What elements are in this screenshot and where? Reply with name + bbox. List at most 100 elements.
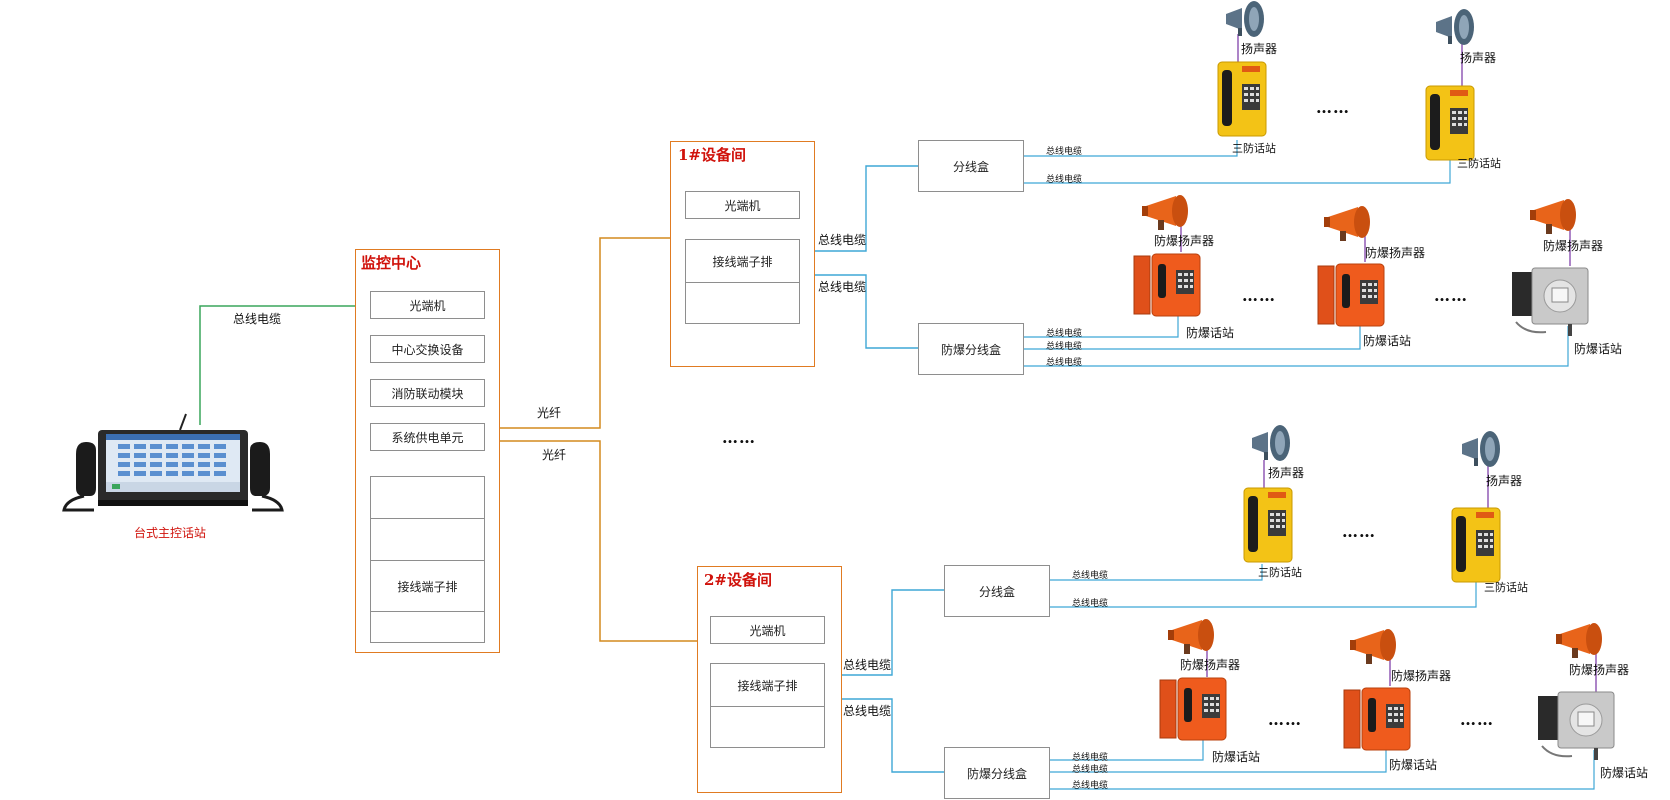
room2-ex-branch-box: 防爆分线盒: [944, 747, 1050, 799]
weatherproof-phone-icon: [1216, 60, 1268, 142]
explosion-proof-phone-icon: [1508, 266, 1594, 342]
room1-cable-to-exbranch: [800, 274, 918, 349]
explosion-proof-speaker-icon: [1554, 620, 1614, 664]
room2-ex-phone-label-2: 防爆话站: [1389, 758, 1438, 772]
explosion-proof-speaker-icon: [1140, 192, 1200, 236]
room2-ex-cable-label-1: 总线电缆: [1072, 753, 1109, 763]
mc-blank-1: [370, 476, 485, 519]
room2-ex-speaker-label-1: 防爆扬声器: [1180, 658, 1241, 672]
speaker-icon: [1224, 0, 1270, 42]
room1-branch-cable-label-1: 总线电缆: [1046, 147, 1083, 157]
room2-ex-phone-label-3: 防爆话站: [1600, 766, 1649, 780]
mc-fire-link-module: 消防联动模块: [370, 379, 485, 407]
room2-cable-to-exbranch: [825, 698, 944, 773]
room2-phone-label-1: 三防话站: [1258, 566, 1302, 579]
room1-ex-phone-label-2: 防爆话站: [1363, 334, 1412, 348]
room2-optical-terminal: 光端机: [710, 616, 825, 644]
speaker-icon: [1460, 430, 1506, 472]
room1-ellipsis-3: ……: [1434, 286, 1468, 305]
explosion-proof-speaker-icon: [1528, 196, 1588, 240]
weatherproof-phone-icon: [1424, 84, 1476, 166]
explosion-proof-phone-icon: [1316, 262, 1388, 332]
room2-ellipsis-1: ……: [1342, 522, 1376, 541]
mc-power-unit: 系统供电单元: [370, 423, 485, 451]
room1-blank: [685, 282, 800, 324]
weatherproof-phone-icon: [1242, 486, 1294, 568]
room1-ex-speaker-label-3: 防爆扬声器: [1543, 239, 1604, 253]
desk-console-icon: [62, 412, 288, 512]
room1-ex-line3: [1024, 326, 1569, 367]
room2-ellipsis-3: ……: [1460, 710, 1494, 729]
room2-ellipsis-2: ……: [1268, 710, 1302, 729]
speaker-icon: [1434, 8, 1480, 50]
speaker-icon: [1250, 424, 1296, 466]
room2-branch-cable-label-2: 总线电缆: [1072, 599, 1109, 609]
explosion-proof-phone-icon: [1342, 686, 1414, 756]
room1-ex-cable-label-3: 总线电缆: [1046, 358, 1083, 368]
fiber-to-room1: [500, 237, 670, 429]
mc-switch-equipment: 中心交换设备: [370, 335, 485, 363]
room2-branch-line2: [1050, 574, 1477, 608]
mc-blank-3: [370, 611, 485, 643]
room1-ex-phone-label-1: 防爆话站: [1186, 326, 1235, 340]
room2-cable-to-branch: [825, 589, 944, 676]
room1-branch-line1: [1024, 140, 1238, 157]
explosion-proof-phone-icon: [1534, 690, 1620, 766]
room2-ex-line3: [1050, 750, 1595, 790]
room2-ex-line1: [1050, 736, 1204, 761]
explosion-proof-speaker-icon: [1322, 203, 1382, 247]
room1-cable-to-branch: [800, 165, 918, 252]
room2-ex-line2: [1050, 742, 1387, 773]
room1-ex-speaker-label-2: 防爆扬声器: [1365, 246, 1426, 260]
room2-cable-label-2: 总线电缆: [843, 704, 892, 718]
weatherproof-phone-icon: [1450, 506, 1502, 588]
room2-ex-cable-label-3: 总线电缆: [1072, 781, 1109, 791]
room1-branch-box: 分线盒: [918, 140, 1024, 192]
room2-branch-cable-label-1: 总线电缆: [1072, 571, 1109, 581]
monitor-center-title: 监控中心: [361, 254, 422, 272]
room1-ex-branch-box: 防爆分线盒: [918, 323, 1024, 375]
mc-terminal-block: 接线端子排: [370, 560, 485, 612]
console-cable-label: 总线电缆: [233, 312, 282, 326]
room2-ex-cable-label-2: 总线电缆: [1072, 765, 1109, 775]
room1-cable-label-2: 总线电缆: [818, 280, 867, 294]
room1-phone-label-1: 三防话站: [1232, 142, 1276, 155]
room1-optical-terminal: 光端机: [685, 191, 800, 219]
room2-ex-phone-label-1: 防爆话站: [1212, 750, 1261, 764]
room1-speaker-label-2: 扬声器: [1460, 51, 1497, 65]
explosion-proof-phone-icon: [1158, 676, 1230, 746]
explosion-proof-speaker-icon: [1166, 616, 1226, 660]
console-bus-cable: [199, 305, 355, 425]
room1-terminal-block: 接线端子排: [685, 239, 800, 283]
fiber-label-2: 光纤: [542, 448, 567, 462]
room1-ex-cable-label-1: 总线电缆: [1046, 329, 1083, 339]
middle-ellipsis: ……: [722, 428, 756, 447]
room1-ex-cable-label-2: 总线电缆: [1046, 342, 1083, 352]
room1-branch-cable-label-2: 总线电缆: [1046, 175, 1083, 185]
room2-speaker-label-2: 扬声器: [1486, 474, 1523, 488]
room2-ex-speaker-label-2: 防爆扬声器: [1391, 669, 1452, 683]
fiber-to-room2: [500, 440, 697, 642]
fiber-label-1: 光纤: [537, 406, 562, 420]
room2-ex-speaker-label-3: 防爆扬声器: [1569, 663, 1630, 677]
explosion-proof-speaker-icon: [1348, 626, 1408, 670]
room1-speaker-label-1: 扬声器: [1241, 42, 1278, 56]
room2-title: 2#设备间: [704, 571, 773, 589]
room1-ex-speaker-label-1: 防爆扬声器: [1154, 234, 1215, 248]
room2-speaker-label-1: 扬声器: [1268, 466, 1305, 480]
room1-branch-line2: [1024, 150, 1451, 184]
console-caption: 台式主控话站: [134, 526, 207, 540]
room1-cable-label-1: 总线电缆: [818, 233, 867, 247]
mc-optical-terminal: 光端机: [370, 291, 485, 319]
explosion-proof-phone-icon: [1132, 252, 1204, 322]
room2-terminal-block: 接线端子排: [710, 663, 825, 707]
room1-ellipsis-1: ……: [1316, 98, 1350, 117]
room1-ellipsis-2: ……: [1242, 286, 1276, 305]
room1-phone-label-2: 三防话站: [1457, 157, 1501, 170]
room2-branch-line1: [1050, 564, 1263, 581]
room1-ex-phone-label-3: 防爆话站: [1574, 342, 1623, 356]
room1-title: 1#设备间: [678, 146, 747, 164]
room1-ex-line2: [1024, 318, 1361, 350]
room2-branch-box: 分线盒: [944, 565, 1050, 617]
